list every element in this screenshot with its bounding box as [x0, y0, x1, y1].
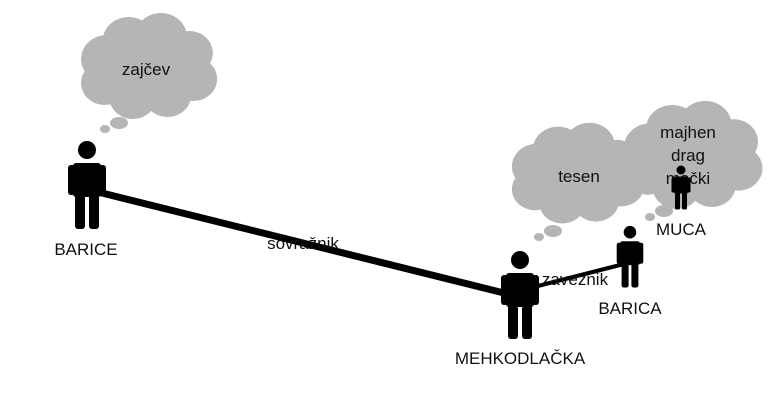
- thought-cloud-mehkodlacka: [511, 122, 645, 241]
- relation-label-ally: zaveznik: [542, 270, 609, 289]
- relation-line-enemy: [94, 188, 512, 298]
- person-icon-mehkodlacka: [501, 251, 539, 339]
- person-label-barica: BARICA: [598, 299, 662, 318]
- relation-label-enemy: sovražnik: [267, 234, 339, 253]
- thought-text-mehkodlacka: tesen: [558, 167, 600, 186]
- relation-line-ally: [528, 262, 626, 290]
- person-icon-barice: [68, 141, 106, 229]
- person-icon-barica: [616, 225, 644, 288]
- thought-text-barice: zajčev: [122, 60, 171, 79]
- thought-cloud-barice: [81, 13, 218, 133]
- thought-cloud-barica: [623, 100, 763, 221]
- thought-text-barica-line-1: majhen: [660, 123, 716, 142]
- person-label-muca: MUCA: [656, 220, 707, 239]
- person-label-barice: BARICE: [54, 240, 117, 259]
- thought-text-barica-line-2: drag: [671, 146, 705, 165]
- person-label-mehkodlacka: MEHKODLAČKA: [455, 349, 586, 368]
